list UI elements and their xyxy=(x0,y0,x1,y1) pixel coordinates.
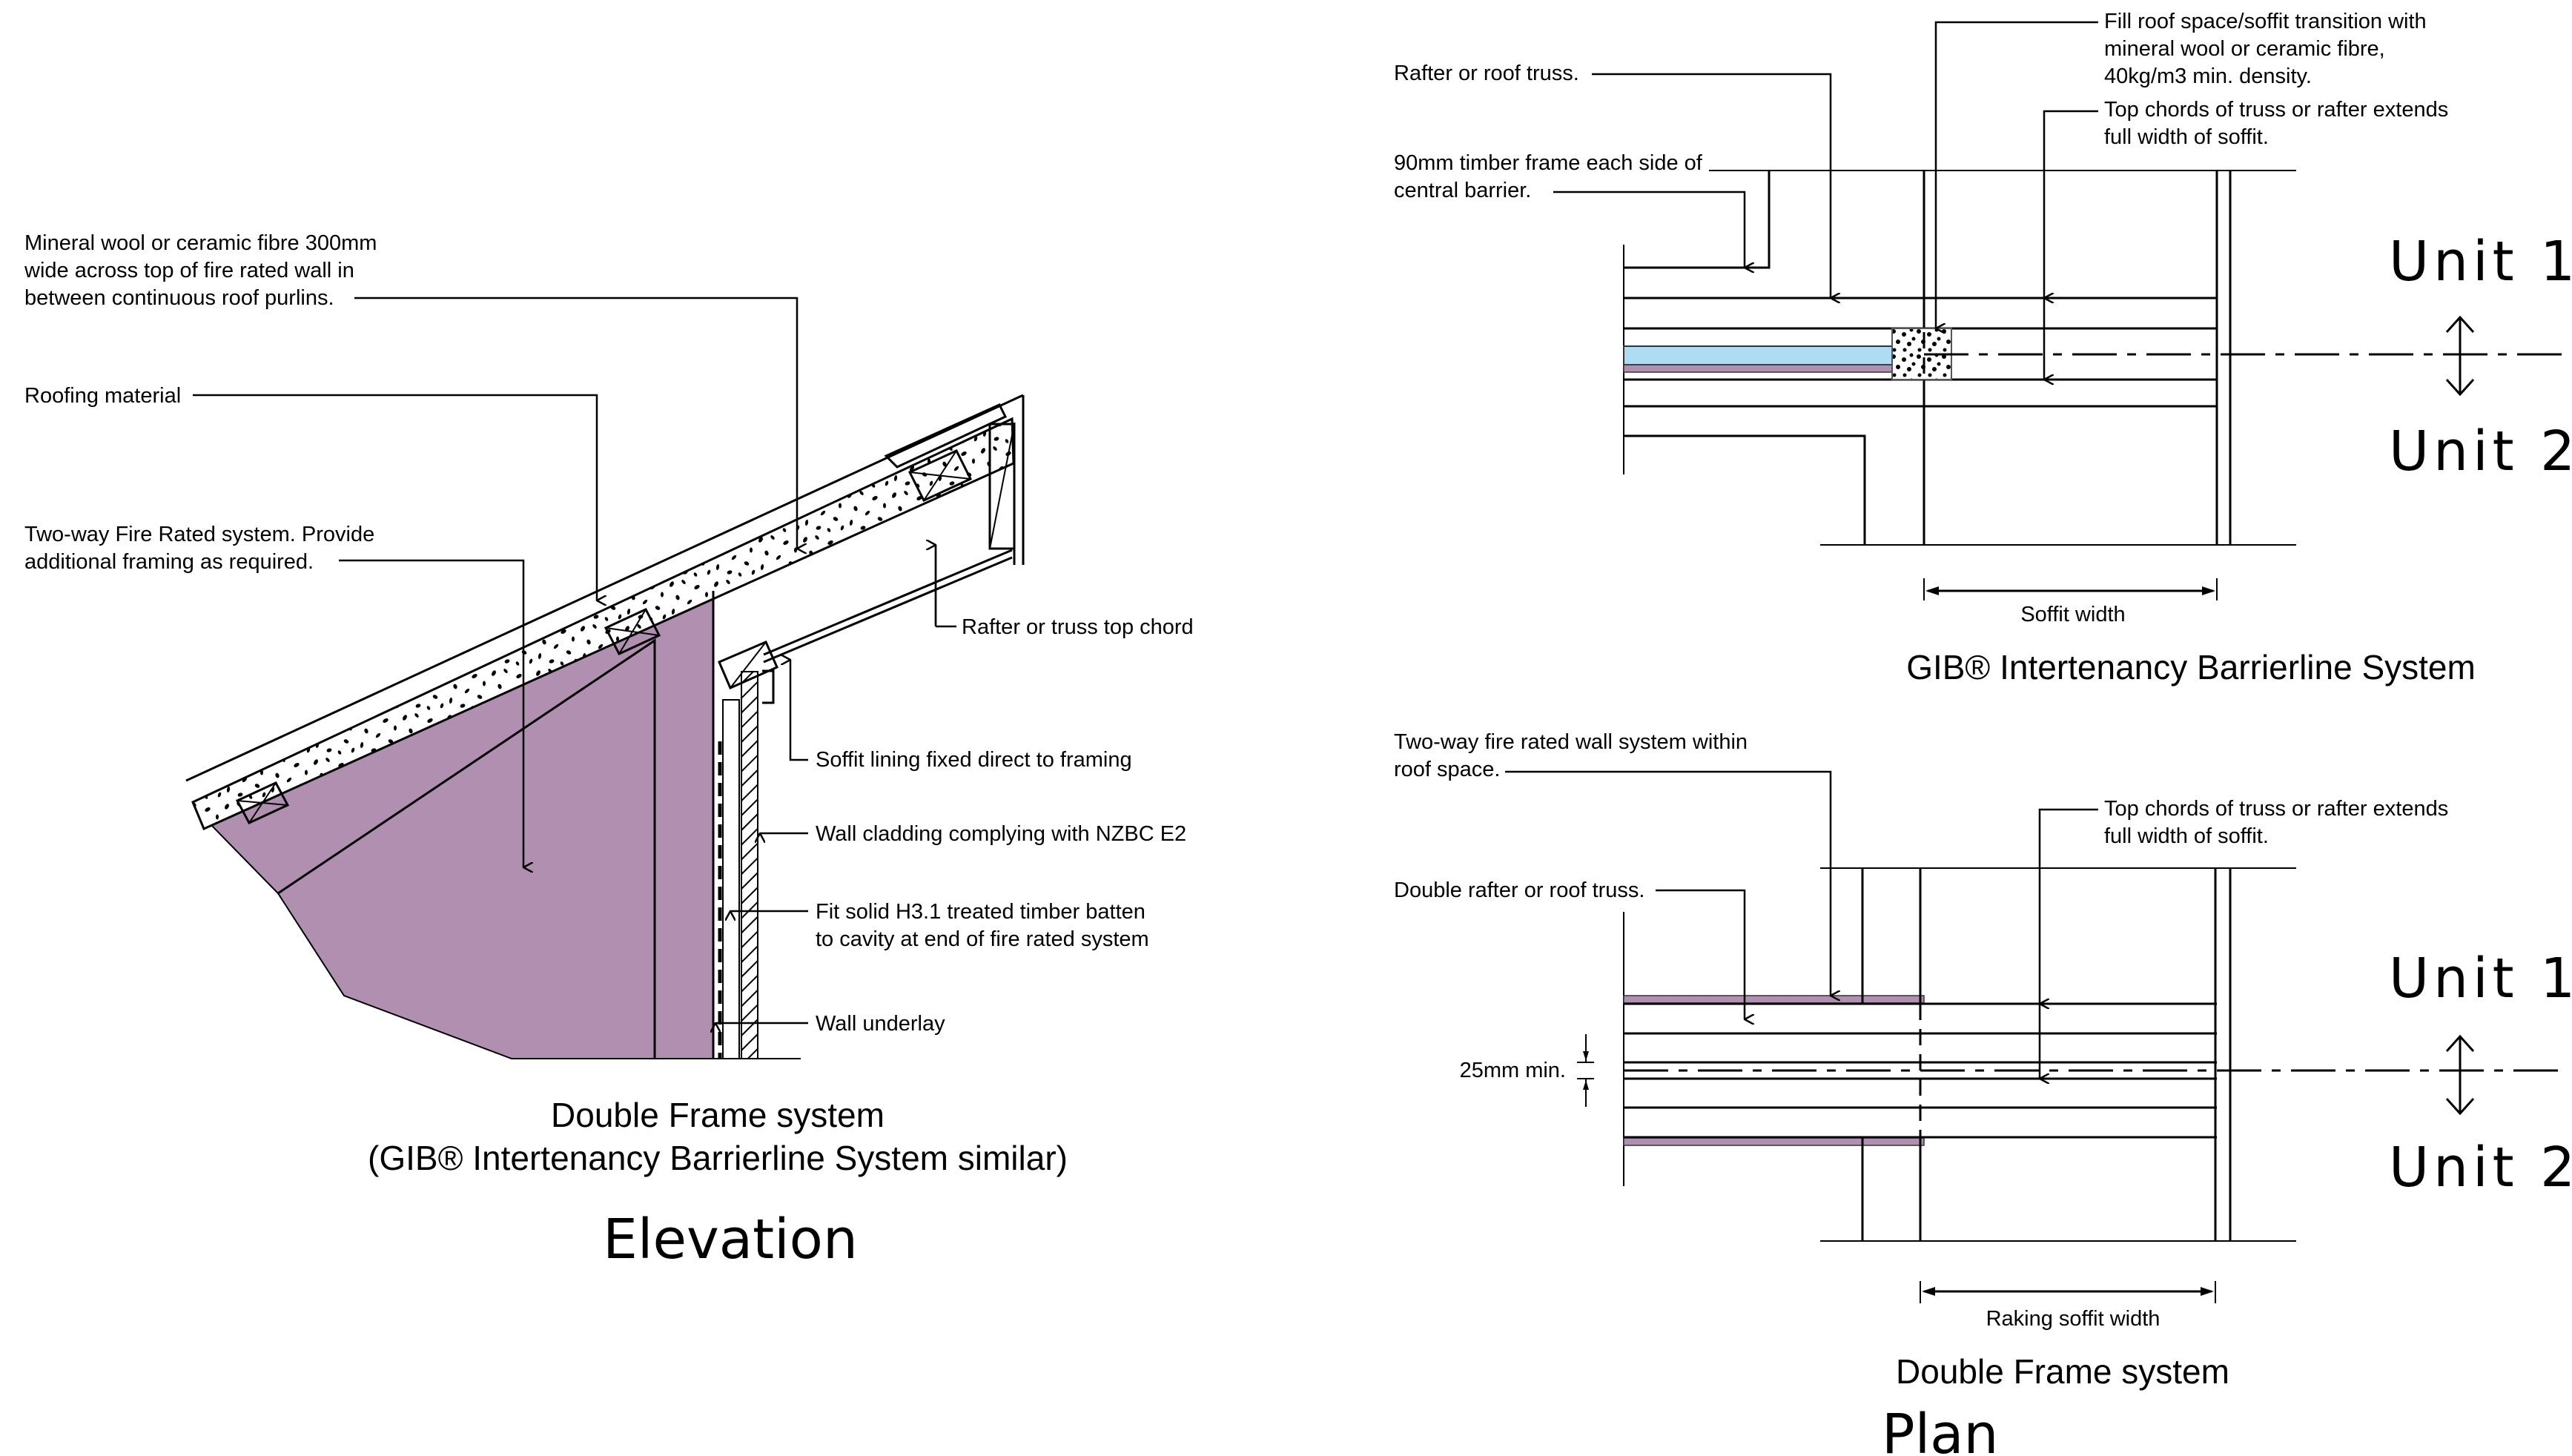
leader-line xyxy=(193,394,597,600)
unit-2-label: Unit 2 xyxy=(2389,1136,2572,1199)
leader-line xyxy=(339,559,523,867)
raking-soffit-width-label: Raking soffit width xyxy=(1986,1307,2161,1331)
fire-rated-board xyxy=(208,589,714,1059)
barrierline-caption: GIB® Intertenancy Barrierline System xyxy=(1906,648,2476,686)
soffit-width-label: Soffit width xyxy=(2020,603,2125,626)
gap-25mm-label: 25mm min. xyxy=(1460,1059,1566,1082)
fire-rated-board xyxy=(1623,995,1925,1004)
note-wall-underlay: Wall underlay xyxy=(816,1012,945,1036)
unit-1-label: Unit 1 xyxy=(2389,947,2572,1010)
plan-view-title: Plan xyxy=(1882,1403,1998,1456)
plan-double-frame: 25mm min. Unit 1 Unit 2 Raking soffit wi… xyxy=(1394,730,2572,1456)
elevation-caption: Double Frame system(GIB® Intertenancy Ba… xyxy=(368,1096,1068,1177)
framing-line xyxy=(277,638,656,1059)
leader-line xyxy=(1592,73,1831,298)
leader-line xyxy=(1505,770,1831,996)
note-rafter-roof-truss: Rafter or roof truss. xyxy=(1394,62,1579,85)
note-wall-cladding: Wall cladding complying with NZBC E2 xyxy=(816,822,1186,846)
leader-line xyxy=(354,297,797,549)
roof-assembly xyxy=(185,394,1025,831)
leader-line xyxy=(790,660,808,761)
fire-rated-board xyxy=(1623,364,1925,373)
leader-line xyxy=(2038,808,2098,1004)
wall-assembly xyxy=(712,591,801,1059)
purlin xyxy=(235,781,290,824)
soffit-lining xyxy=(763,549,1013,656)
leader-line xyxy=(1553,191,1745,268)
unit-2-label: Unit 2 xyxy=(2389,420,2572,483)
double-frame-caption: Double Frame system xyxy=(1896,1352,2229,1391)
note-double-rafter: Double rafter or roof truss. xyxy=(1394,878,1644,902)
leader-line xyxy=(2043,110,2098,298)
elevation-view-title: Elevation xyxy=(603,1208,858,1271)
leader-line xyxy=(1934,21,2098,328)
plan-barrierline: Unit 1 Unit 2 Soffit width Rafter or roo… xyxy=(1394,10,2572,686)
wall-cladding xyxy=(741,671,758,1059)
leader-line xyxy=(1656,889,1745,1019)
fire-rated-board xyxy=(1623,1137,1925,1146)
purlin xyxy=(604,608,661,655)
note-roofing-material: Roofing material xyxy=(24,384,181,408)
note-soffit-lining: Soffit lining fixed direct to framing xyxy=(816,748,1132,772)
purlin xyxy=(908,449,973,502)
barrier-board xyxy=(1623,345,1925,365)
ridge-flashing xyxy=(884,403,1008,469)
unit-1-label: Unit 1 xyxy=(2389,230,2572,294)
note-rafter-top-chord: Rafter or truss top chord xyxy=(962,615,1194,639)
